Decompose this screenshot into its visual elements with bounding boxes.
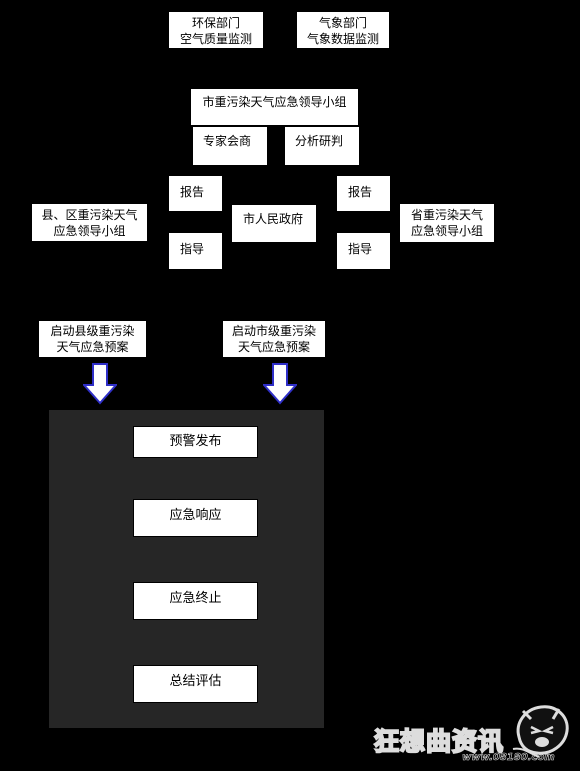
- report-left-label: 报告: [180, 185, 205, 199]
- county-group-line2: 应急领导小组: [53, 223, 126, 238]
- province-group-line2: 应急领导小组: [410, 224, 483, 238]
- expert-consult-label: 专家会商: [203, 134, 252, 148]
- start-city-plan-box: 启动市级重污染 天气应急预案: [222, 320, 326, 358]
- city-government-label: 市人民政府: [243, 212, 304, 226]
- guide-left-label: 指导: [180, 242, 205, 256]
- report-left-box: 报告: [168, 175, 223, 212]
- watermark-url: www.08180.com: [462, 752, 555, 764]
- process-step-box: 预警发布: [133, 426, 258, 458]
- env-dept-line2: 空气质量监测: [179, 32, 252, 46]
- city-leading-group-label: 市重污染天气应急领导小组: [202, 95, 347, 109]
- city-government-box: 市人民政府: [231, 204, 317, 243]
- start-county-plan-line1: 启动县级重污染: [50, 324, 135, 338]
- province-group-box: 省重污染天气 应急领导小组: [399, 203, 495, 243]
- down-arrow-icon: [263, 363, 297, 405]
- analysis-label: 分析研判: [295, 134, 344, 148]
- guide-right-label: 指导: [348, 242, 373, 256]
- mascot-logo-icon: [512, 705, 569, 758]
- start-county-plan-box: 启动县级重污染 天气应急预案: [38, 320, 147, 358]
- county-group-line1: 县、区重污染天气: [41, 207, 138, 222]
- city-leading-group-box: 市重污染天气应急领导小组: [190, 88, 359, 126]
- down-arrow-icon: [83, 363, 117, 405]
- met-dept-line2: 气象数据监测: [306, 32, 379, 46]
- watermark-brand: 狂想曲资讯: [373, 726, 505, 757]
- env-dept-line1: 环保部门: [191, 16, 240, 30]
- process-step-label: 应急终止: [169, 591, 222, 606]
- start-county-plan-line2: 天气应急预案: [56, 340, 129, 354]
- guide-left-box: 指导: [168, 232, 223, 270]
- process-step-box: 应急终止: [133, 582, 258, 620]
- start-city-plan-line2: 天气应急预案: [237, 340, 310, 354]
- process-step-box: 应急响应: [133, 499, 258, 537]
- analysis-box: 分析研判: [284, 126, 360, 166]
- process-step-label: 应急响应: [169, 508, 222, 523]
- meteorology-dept-box: 气象部门: [296, 11, 390, 49]
- process-step-label: 总结评估: [169, 674, 222, 689]
- start-city-plan-line1: 启动市级重污染: [231, 324, 316, 338]
- report-right-label: 报告: [348, 185, 373, 199]
- expert-consult-box: 专家会商: [192, 126, 268, 166]
- process-step-label: 预警发布: [169, 434, 222, 449]
- province-group-line1: 省重污染天气: [410, 208, 483, 222]
- report-right-box: 报告: [336, 175, 391, 212]
- process-step-box: 总结评估: [133, 665, 258, 703]
- env-protection-dept-box: 环保部门: [168, 11, 264, 49]
- county-group-box: 县、区重污染天气 应急领导小组: [31, 203, 148, 242]
- guide-right-box: 指导: [336, 232, 391, 270]
- met-dept-line1: 气象部门: [318, 16, 367, 30]
